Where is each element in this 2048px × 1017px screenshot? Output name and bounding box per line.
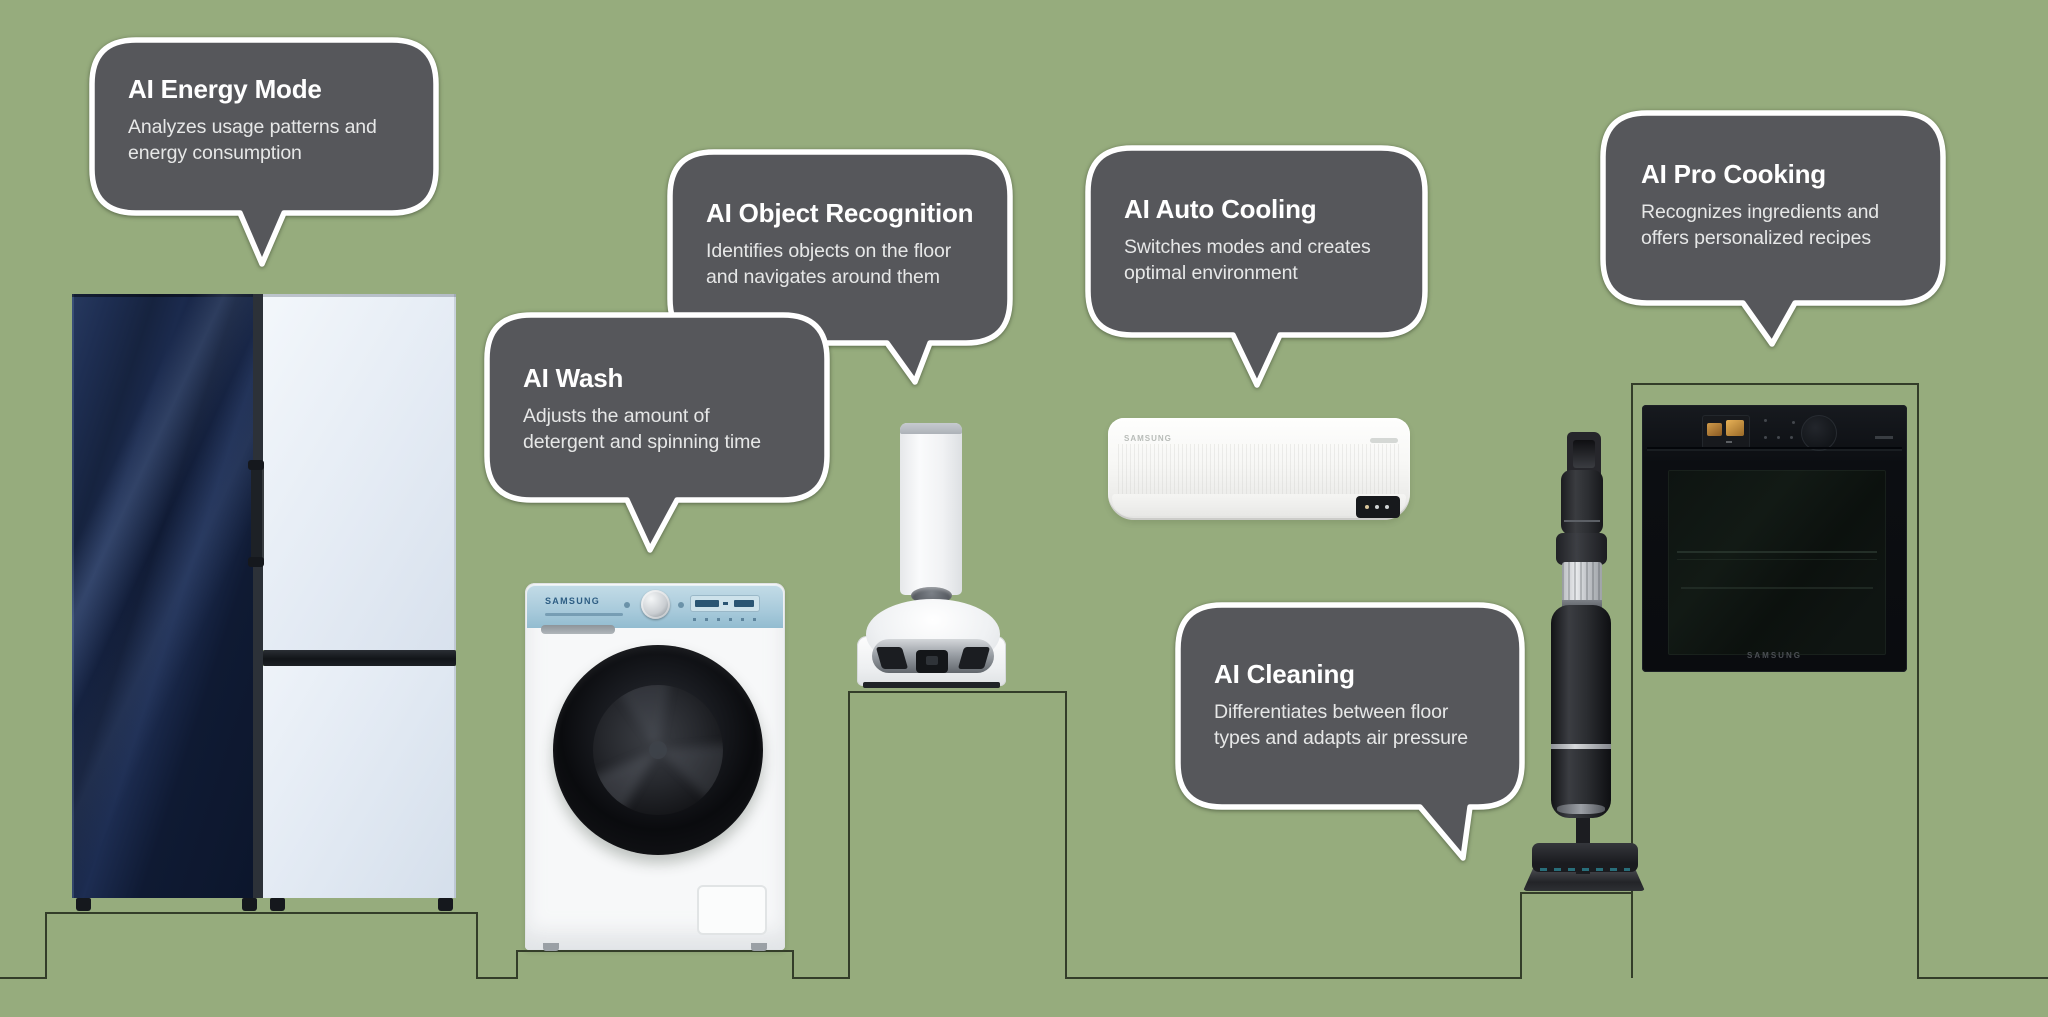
- bubble-title: AI Wash: [523, 363, 624, 393]
- washing-machine-start-icon: [678, 602, 684, 608]
- bubble-shape-ai-auto-cooling: [1085, 145, 1428, 388]
- bubble-ai-energy-mode: AI Energy Mode Analyzes usage patterns a…: [128, 74, 377, 166]
- oven-model-label: [1875, 436, 1893, 439]
- bubble-description: Analyzes usage patterns and energy consu…: [128, 116, 377, 164]
- washing-machine-brand-label: SAMSUNG: [545, 596, 601, 606]
- bubble-title: AI Object Recognition: [706, 198, 974, 228]
- robot-vacuum-clean-station: [900, 423, 962, 595]
- stick-vacuum-motor-unit: [1561, 470, 1603, 535]
- refrigerator-handle-bar: [263, 650, 456, 666]
- oven: SAMSUNG: [1642, 405, 1907, 672]
- bubble-shape-ai-pro-cooking: [1600, 110, 1946, 347]
- bubble-ai-pro-cooking: AI Pro Cooking Recognizes ingredients an…: [1641, 159, 1879, 251]
- bubble-shape-ai-cleaning: [1175, 602, 1525, 861]
- air-conditioner-windfree-mark: [1370, 438, 1398, 443]
- bubble-title: AI Auto Cooling: [1124, 194, 1317, 224]
- stick-vacuum-body-tube: [1551, 605, 1611, 818]
- bubble-description: Adjusts the amount of detergent and spin…: [523, 405, 761, 453]
- washing-machine-drum-hub: [649, 741, 667, 759]
- refrigerator-foot: [438, 898, 453, 911]
- bubble-ai-cleaning: AI Cleaning Differentiates between floor…: [1214, 659, 1468, 751]
- oven-dial: [1801, 415, 1837, 451]
- oven-control-button-row: [1764, 436, 1767, 439]
- refrigerator-bottom-right-door: [263, 666, 456, 898]
- stick-vacuum-dust-bin: [1562, 562, 1602, 610]
- stick-vacuum-charging-stand: [1523, 869, 1645, 891]
- washing-machine-foot: [543, 943, 559, 951]
- air-conditioner-grille: [1118, 444, 1400, 496]
- washing-machine-foot: [751, 943, 767, 951]
- bubble-title: AI Cleaning: [1214, 659, 1355, 689]
- oven-display-food-thumbnail: [1707, 423, 1722, 436]
- air-conditioner: SAMSUNG: [1108, 418, 1410, 520]
- oven-brand-label: SAMSUNG: [1747, 651, 1802, 660]
- robot-vacuum-camera-lens: [926, 656, 938, 665]
- stick-vacuum: [1523, 432, 1645, 891]
- robot-vacuum-dock-base: [863, 682, 1000, 688]
- oven-display-caption: [1726, 441, 1732, 443]
- bubble-title: AI Pro Cooking: [1641, 159, 1826, 189]
- bubble-title: AI Energy Mode: [128, 74, 322, 104]
- air-conditioner-display: [1356, 496, 1400, 518]
- stick-vacuum-lower-cap: [1557, 804, 1605, 814]
- washing-machine-button-row: [693, 618, 759, 621]
- refrigerator: [72, 294, 456, 911]
- robot-vacuum-station-cap: [900, 423, 962, 434]
- bubble-ai-auto-cooling: AI Auto Cooling Switches modes and creat…: [1124, 194, 1371, 286]
- washing-machine-panel-caption: [545, 613, 623, 616]
- washing-machine-display-segment: [723, 602, 728, 605]
- air-conditioner-brand-label: SAMSUNG: [1124, 434, 1172, 443]
- washing-machine-power-icon: [624, 602, 630, 608]
- refrigerator-vertical-handle: [248, 460, 264, 567]
- robot-vacuum: [855, 423, 1008, 689]
- oven-display-food-thumbnail: [1726, 420, 1744, 436]
- stick-vacuum-silver-ring: [1551, 744, 1611, 749]
- air-conditioner-bottom-lip: [1112, 494, 1406, 516]
- bubble-ai-wash: AI Wash Adjusts the amount of detergent …: [523, 363, 761, 455]
- bubble-description: Recognizes ingredients and offers person…: [1641, 201, 1880, 249]
- refrigerator-foot: [270, 898, 285, 911]
- refrigerator-top-right-door: [263, 294, 456, 650]
- washing-machine-filter-drawer: [697, 885, 767, 935]
- bubble-description: Differentiates between floor types and a…: [1214, 701, 1468, 749]
- oven-door-glass: [1668, 470, 1886, 655]
- bubble-ai-object-recognition: AI Object Recognition Identifies objects…: [706, 198, 974, 290]
- refrigerator-left-door: [72, 294, 253, 898]
- bubble-shape-ai-wash: [484, 312, 830, 553]
- washing-machine-dial: [641, 590, 670, 619]
- washing-machine-detergent-recess: [541, 625, 615, 634]
- oven-control-buttons: [1764, 419, 1767, 422]
- bubble-description: Identifies objects on the floor and navi…: [706, 240, 952, 288]
- oven-door-seam: [1647, 447, 1902, 449]
- refrigerator-hinge-strip: [253, 294, 263, 898]
- stick-vacuum-brush-head: [1532, 843, 1638, 872]
- bubble-description: Switches modes and creates optimal envir…: [1124, 236, 1371, 284]
- bubble-shape-ai-energy-mode: [89, 37, 439, 267]
- stick-vacuum-collar: [1556, 533, 1607, 565]
- washing-machine: SAMSUNG: [525, 583, 785, 951]
- refrigerator-foot: [242, 898, 257, 911]
- refrigerator-foot: [76, 898, 91, 911]
- floor-outline-path: [0, 383, 2048, 979]
